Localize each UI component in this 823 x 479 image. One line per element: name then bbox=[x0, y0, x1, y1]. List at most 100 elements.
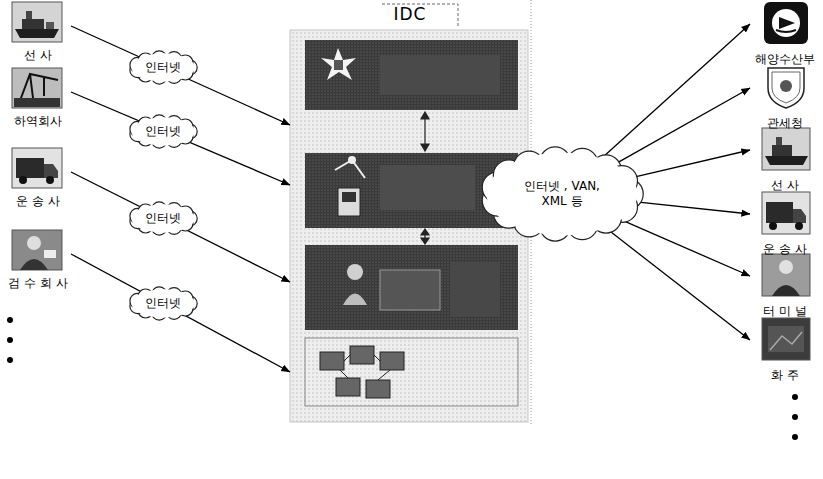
continuation-dots bbox=[792, 394, 798, 400]
customs-shield bbox=[780, 80, 792, 92]
ship-photo bbox=[22, 19, 44, 29]
idc-image-computers bbox=[320, 352, 344, 370]
party-label: 선 사 bbox=[24, 47, 52, 63]
cloud-shape bbox=[131, 117, 194, 145]
continuation-dots bbox=[792, 394, 798, 440]
customs-shield bbox=[768, 68, 804, 108]
edge-label: 인터넷 bbox=[145, 60, 181, 75]
inspector-photo bbox=[12, 230, 62, 270]
customs-shield bbox=[772, 72, 800, 103]
party-box: 하역회사 bbox=[5, 68, 71, 129]
idc-image-security bbox=[305, 40, 518, 110]
party-label: 선 사 bbox=[771, 177, 799, 193]
crane-photo bbox=[12, 68, 62, 108]
connector-arrow bbox=[603, 24, 750, 157]
idc-panel-art bbox=[290, 0, 531, 426]
party-box: 관세청 bbox=[750, 66, 820, 131]
network-label: 인터넷 , VAN, XML 등 bbox=[512, 179, 612, 209]
inspector-photo bbox=[27, 236, 41, 250]
idc-image-computers bbox=[366, 380, 390, 398]
ship-photo bbox=[46, 22, 54, 29]
connector-arrow bbox=[617, 88, 750, 163]
truck-photo bbox=[44, 164, 58, 178]
double-arrow bbox=[421, 112, 429, 244]
edge-label: 인터넷 bbox=[145, 211, 181, 226]
double-arrow bbox=[421, 112, 429, 119]
connector-arrow bbox=[634, 150, 750, 177]
connector-arrow bbox=[71, 172, 290, 282]
connector-arrow bbox=[71, 92, 290, 185]
idc-image-server bbox=[380, 165, 475, 210]
idc-image-computers bbox=[340, 355, 390, 380]
ministry-emblem bbox=[764, 2, 808, 44]
idc-image-security bbox=[380, 55, 500, 95]
idc-panel-art bbox=[290, 30, 528, 422]
connector-arrow bbox=[608, 230, 750, 340]
ship-photo bbox=[26, 11, 32, 19]
party-label: 검 수 회 사 bbox=[8, 275, 67, 291]
idc-image-operation bbox=[450, 262, 500, 317]
double-arrow bbox=[421, 238, 429, 244]
ship-photo bbox=[12, 2, 62, 42]
inspector-photo bbox=[20, 259, 48, 270]
connector-arrow bbox=[71, 254, 290, 372]
party-label: 관세청 bbox=[767, 115, 803, 131]
ship-photo bbox=[772, 145, 792, 156]
truck-photo bbox=[46, 176, 54, 184]
truck-photo bbox=[793, 209, 806, 223]
terminal-photo bbox=[779, 260, 793, 274]
terminal-photo bbox=[762, 254, 810, 296]
edge-label: 인터넷 bbox=[145, 124, 181, 139]
truck-photo bbox=[795, 222, 803, 230]
idc-image-security bbox=[334, 60, 343, 70]
idc-heading: IDC bbox=[290, 3, 530, 25]
ship-photo bbox=[762, 128, 810, 170]
crane-photo bbox=[14, 98, 60, 107]
continuation-dots bbox=[792, 414, 798, 420]
party-box: 운 송 사 bbox=[5, 148, 71, 209]
network-cloud: 인터넷 , VAN, XML 등 bbox=[480, 146, 644, 242]
ship-photo bbox=[765, 156, 808, 165]
ministry-emblem bbox=[764, 2, 808, 44]
party-label: 운 송 사 bbox=[16, 193, 60, 209]
truck-photo bbox=[12, 148, 62, 188]
party-label: 화 주 bbox=[771, 367, 799, 383]
ship-photo bbox=[12, 2, 62, 42]
idc-image-computers bbox=[305, 338, 518, 406]
ministry-emblem bbox=[776, 30, 796, 32]
idc-image-server bbox=[305, 153, 518, 228]
terminal-photo bbox=[762, 254, 810, 296]
idc-image-operation bbox=[380, 270, 440, 310]
continuation-dots bbox=[7, 357, 13, 363]
cargo-owner-photo bbox=[762, 318, 810, 360]
idc-image-operation bbox=[305, 245, 518, 330]
party-label: 터 미 널 bbox=[763, 303, 807, 319]
idc-image-computers bbox=[305, 338, 518, 406]
edge-label: 인터넷 bbox=[145, 296, 181, 311]
idc-image-operation bbox=[347, 264, 363, 280]
ship-photo bbox=[776, 137, 782, 145]
idc-image-operation bbox=[343, 294, 367, 306]
cloud-shape bbox=[131, 289, 194, 317]
cloud-shape bbox=[487, 153, 638, 236]
idc-image-server bbox=[338, 188, 360, 216]
connector-arrow bbox=[71, 26, 290, 125]
cargo-owner-photo bbox=[770, 332, 802, 350]
truck-photo bbox=[762, 192, 810, 234]
crane-photo bbox=[12, 68, 62, 108]
party-label: 하역회사 bbox=[14, 113, 62, 129]
double-arrow bbox=[424, 116, 425, 147]
party-box: 화 주 bbox=[750, 318, 820, 383]
continuation-dots bbox=[7, 317, 13, 363]
party-box: 선 사 bbox=[750, 128, 820, 193]
idc-image-security bbox=[321, 48, 356, 80]
truck-photo bbox=[16, 158, 44, 178]
connector-arrow bbox=[624, 221, 750, 276]
party-box: 검 수 회 사 bbox=[5, 230, 71, 291]
idc-image-server bbox=[348, 156, 356, 164]
internet-cloud-label: 인터넷 bbox=[128, 286, 198, 321]
inspector-photo bbox=[12, 230, 62, 270]
idc-image-computers bbox=[336, 378, 360, 396]
